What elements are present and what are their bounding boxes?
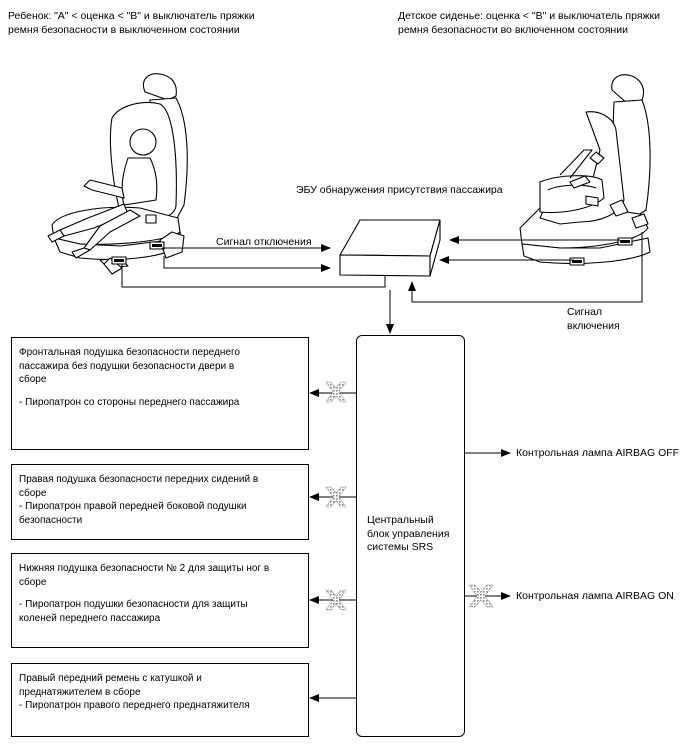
component-box-knee-airbag: Нижняя подушка безопасности № 2 для защи… (11, 553, 309, 648)
cross-mark-lamp-on (468, 584, 494, 608)
signal-on-label: Сигнал включения (567, 306, 620, 332)
box-title: Правый передний ремень с катушкой и пред… (19, 673, 202, 698)
right-signal-lines (408, 232, 643, 303)
ecu-label: ЭБУ обнаружения присутствия пассажира (296, 184, 503, 196)
box-item: - Пиропатрон со стороны переднего пассаж… (19, 396, 240, 408)
right-caption: Детское сиденье: оценка < "B" и выключат… (398, 10, 660, 36)
blocked-cross-marks (325, 381, 494, 611)
srs-label: Центральный блок управления системы SRS (367, 514, 450, 553)
component-box-frontal-airbag: Фронтальная подушка безопасности передне… (11, 337, 309, 450)
left-caption: Ребенок: "A" < оценка < "B" и выключател… (8, 10, 255, 36)
box-item: - Пиропатрон правой передней боковой под… (19, 501, 247, 526)
lamp-airbag-on: Контрольная лампа AIRBAG ON (516, 590, 674, 602)
box-item: - Пиропатрон правого переднего преднатяж… (19, 700, 250, 711)
lamp-airbag-off: Контрольная лампа AIRBAG OFF (516, 447, 680, 459)
srs-to-boxes-arrows (309, 389, 356, 702)
box-title: Нижняя подушка безопасности № 2 для защи… (19, 563, 270, 588)
left-sensor-markers (114, 244, 162, 262)
occupant-ecu-box (339, 219, 441, 277)
box-title: Фронтальная подушка безопасности передне… (19, 347, 240, 385)
srs-to-lamps-arrows (465, 449, 511, 600)
left-signal-lines (121, 244, 386, 288)
seat-with-child-illustration (47, 73, 188, 275)
srs-center-unit (356, 335, 465, 737)
component-box-pretensioner: Правый передний ремень с катушкой и пред… (11, 663, 309, 737)
component-box-side-airbag: Правая подушка безопасности передних сид… (11, 464, 309, 540)
box-item: - Пиропатрон подушки безопасности для за… (19, 599, 248, 624)
right-sensor-markers (572, 240, 630, 263)
cross-mark-frontal (325, 381, 347, 403)
cross-mark-knee (325, 589, 347, 611)
seat-with-child-seat-illustration (519, 74, 651, 266)
box-title: Правая подушка безопасности передних сид… (19, 474, 259, 499)
cross-mark-side (325, 486, 347, 508)
signal-off-label: Сигнал отключения (216, 236, 312, 248)
